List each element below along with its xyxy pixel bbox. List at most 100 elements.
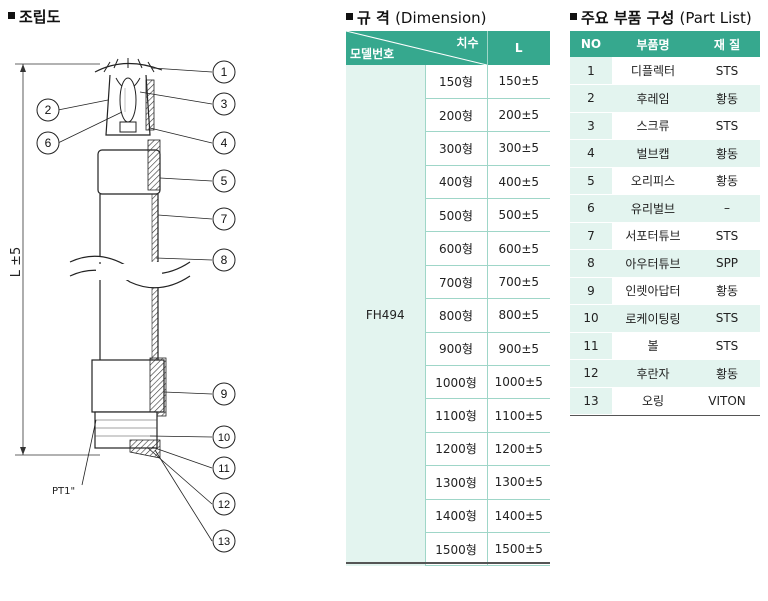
part-material-cell: STS xyxy=(694,112,760,140)
dimension-title-paren: (Dimension) xyxy=(395,9,487,27)
part-no-cell: 6 xyxy=(570,194,612,223)
callout-label-8: 8 xyxy=(221,253,228,267)
frame-part xyxy=(105,74,155,136)
size-cell: 800형 xyxy=(424,298,487,333)
part-header-no: NO xyxy=(570,31,612,57)
length-cell: 900±5 xyxy=(486,332,550,367)
length-cell: 1300±5 xyxy=(486,465,550,500)
assembly-title: 조립도 xyxy=(19,8,61,26)
part-material-cell: 황동 xyxy=(694,277,760,305)
model-size-header-cell: 모델번호 치수 xyxy=(346,31,487,65)
part-no-cell: 1 xyxy=(570,57,612,85)
callout-label-11: 11 xyxy=(218,463,229,475)
part-material-cell: STS xyxy=(694,57,760,85)
part-no-cell: 4 xyxy=(570,139,612,168)
size-cell: 1200형 xyxy=(424,432,487,467)
part-no-cell: 7 xyxy=(570,222,612,250)
length-cell: 700±5 xyxy=(486,265,550,300)
inlet-adapter-part xyxy=(91,357,167,459)
length-cell: 200±5 xyxy=(486,98,550,133)
callout-label-4: 4 xyxy=(221,136,228,150)
dimension-heading: 규 격 (Dimension) xyxy=(346,7,487,28)
callout-label-1: 1 xyxy=(221,65,228,79)
length-cell: 600±5 xyxy=(486,231,550,266)
callout-4 xyxy=(212,131,236,155)
diagonal-divider xyxy=(346,31,487,65)
callout-2 xyxy=(36,98,60,122)
part-no-cell: 8 xyxy=(570,249,612,278)
header-size: 치수 xyxy=(456,36,479,50)
callout-12 xyxy=(212,492,236,516)
header-model: 모델번호 xyxy=(350,47,395,61)
parts-title-paren: (Part List) xyxy=(679,9,752,27)
callout-label-13: 13 xyxy=(218,536,230,548)
callout-10 xyxy=(212,425,236,449)
part-name-cell: 볼 xyxy=(612,332,694,360)
callout-5 xyxy=(212,169,236,193)
part-name-cell: 로케이팅링 xyxy=(612,304,694,333)
length-dimension: L ±5 xyxy=(9,63,100,456)
assembly-heading: 조립도 xyxy=(8,6,60,27)
callout-7 xyxy=(212,207,236,231)
part-no-cell: 9 xyxy=(570,277,612,305)
size-cell: 500형 xyxy=(424,198,487,233)
parts-title: 주요 부품 구성 xyxy=(581,9,675,27)
size-cell: 1000형 xyxy=(424,365,487,400)
size-cell: 200형 xyxy=(424,98,487,133)
part-header-name: 부품명 xyxy=(612,31,694,57)
part-material-cell: 황동 xyxy=(694,139,760,168)
part-header-row: NO 부품명 재 질 xyxy=(570,31,760,57)
size-cell: 900형 xyxy=(424,332,487,367)
part-material-cell: STS xyxy=(694,332,760,360)
part-material-cell: 황동 xyxy=(694,167,760,195)
header-length: L xyxy=(486,31,550,65)
thread-label: PT1" xyxy=(52,486,75,497)
size-cell: 600형 xyxy=(424,231,487,266)
part-name-cell: 오링 xyxy=(612,387,694,415)
part-no-cell: 5 xyxy=(570,167,612,195)
length-cell: 500±5 xyxy=(486,198,550,233)
callout-label-10: 10 xyxy=(218,432,230,444)
part-material-cell: SPP xyxy=(694,249,760,278)
size-cell: 700형 xyxy=(424,265,487,300)
part-no-cell: 11 xyxy=(570,332,612,360)
dimension-title: 규 격 xyxy=(357,9,390,27)
length-cell: 1200±5 xyxy=(486,432,550,467)
size-cell: 400형 xyxy=(424,165,487,200)
part-name-cell: 벌브캡 xyxy=(612,139,694,168)
length-label: L ±5 xyxy=(9,247,24,278)
part-no-cell: 13 xyxy=(570,387,612,415)
callout-label-6: 6 xyxy=(45,136,52,150)
callout-label-7: 7 xyxy=(221,212,228,226)
size-cell: 1100형 xyxy=(424,398,487,433)
callout-3 xyxy=(212,92,236,116)
size-cell: 150형 xyxy=(424,65,487,99)
part-no-cell: 12 xyxy=(570,359,612,388)
callout-13 xyxy=(212,529,236,553)
callout-label-9: 9 xyxy=(221,387,228,401)
